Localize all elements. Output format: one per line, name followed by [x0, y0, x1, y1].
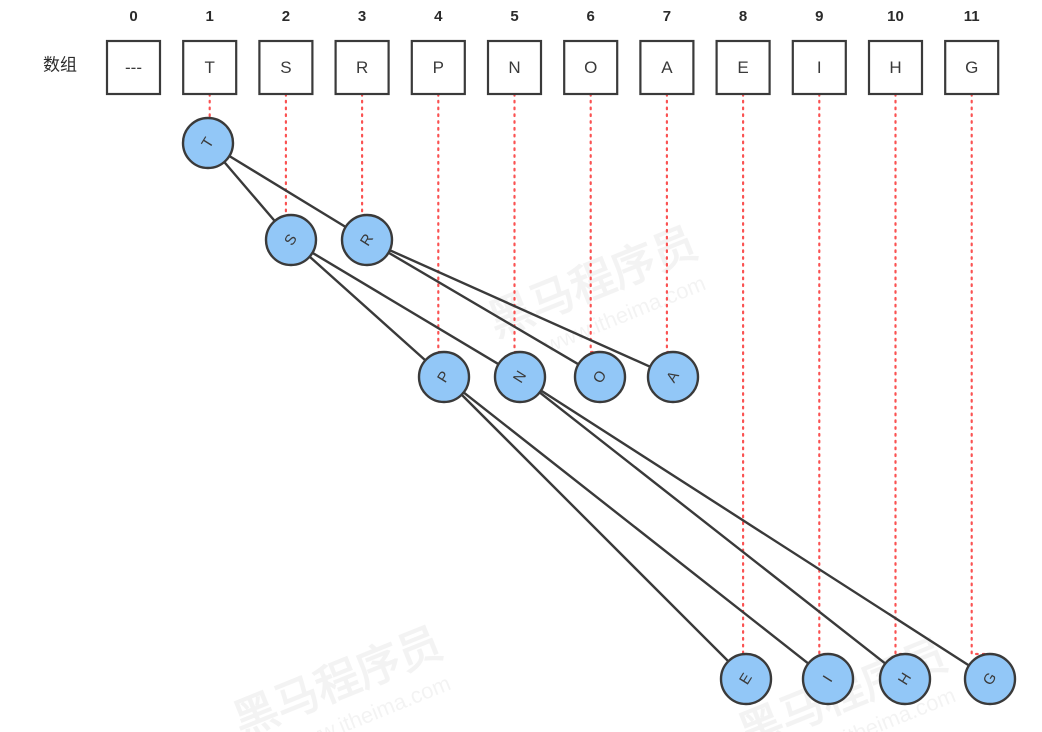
array-row-label: 数组 — [43, 55, 77, 74]
tree-node-circle — [181, 116, 235, 170]
array-cell-box — [182, 39, 238, 96]
array-cell-10[interactable]: H — [867, 39, 924, 96]
tree-edge-T-S — [222, 160, 277, 223]
array-index-label-0: 0 — [129, 8, 137, 25]
tree-edge-P-E — [459, 392, 731, 664]
array-index-label-9: 9 — [815, 8, 823, 25]
tree-edge-N-H — [537, 390, 888, 666]
array-cell-value: --- — [125, 58, 142, 77]
array-index-label-7: 7 — [663, 8, 671, 25]
array-cell-value: G — [965, 58, 978, 77]
array-index-label-5: 5 — [510, 8, 518, 25]
tree-node-N[interactable]: N — [493, 350, 547, 404]
tree-node-I[interactable]: I — [801, 652, 855, 706]
tree-node-O[interactable]: O — [573, 350, 627, 404]
array-cell-box — [334, 39, 390, 96]
dotted-link-index-10 — [894, 92, 907, 656]
array-cell-9[interactable]: I — [791, 39, 847, 96]
dotted-link-index-1 — [206, 92, 211, 120]
array-cell-3[interactable]: R — [334, 39, 390, 96]
array-cell-value: O — [584, 58, 597, 77]
tree-node-S[interactable]: S — [264, 213, 318, 267]
array-cell-value: E — [737, 58, 748, 77]
array-cell-value: N — [508, 58, 520, 77]
dotted-link-index-8 — [742, 92, 748, 656]
array-cell-value: P — [433, 58, 444, 77]
tree-node-circle — [573, 350, 627, 404]
tree-edge-R-A — [387, 248, 653, 369]
watermark: 黑马程序员www.itheima.com — [482, 219, 709, 358]
array-cell-2[interactable]: S — [258, 39, 314, 96]
tree-node-circle — [719, 652, 773, 706]
tree-node-circle — [963, 652, 1017, 706]
array-index-label-6: 6 — [587, 8, 595, 25]
tree-edge-P-I — [461, 390, 811, 666]
array-cell-8[interactable]: E — [715, 39, 771, 96]
array-cell-1[interactable]: T — [182, 39, 238, 96]
tree-node-circle — [646, 350, 700, 404]
dotted-link-index-11 — [970, 92, 992, 656]
tree-edge-N-G — [538, 388, 972, 668]
tree-edge-S-P — [307, 254, 428, 363]
array-cell-value: T — [205, 58, 215, 77]
array-cell-7[interactable]: A — [639, 39, 695, 96]
array-index-label-1: 1 — [206, 8, 214, 25]
array-index-label-11: 11 — [964, 8, 980, 25]
watermark: 黑马程序员www.itheima.com — [227, 619, 454, 732]
array-cell-4[interactable]: P — [410, 39, 466, 96]
tree-node-circle — [417, 350, 471, 404]
tree-edges — [222, 154, 972, 668]
tree-node-circle — [878, 652, 932, 706]
tree-node-circle — [264, 213, 318, 267]
array-cell-box — [944, 39, 1000, 96]
tree-edge-S-N — [310, 251, 501, 366]
array-index-label-3: 3 — [358, 8, 366, 25]
array-cell-6[interactable]: O — [563, 39, 619, 96]
array-cell-box — [486, 39, 543, 96]
tree-node-circle — [493, 350, 547, 404]
tree-node-P[interactable]: P — [417, 350, 471, 404]
array-cell-value: R — [356, 58, 368, 77]
tree-node-G[interactable]: G — [963, 652, 1017, 706]
dotted-link-index-7 — [665, 92, 675, 354]
tree-node-R[interactable]: R — [340, 213, 394, 267]
array-cell-11[interactable]: G — [944, 39, 1000, 96]
array-cell-box — [639, 39, 695, 96]
array-row: 数组 0 1 2 3 4 5 6 7 8 9 10 11 --- T S R P N O A E I H G — [43, 8, 1000, 96]
array-cell-value: I — [817, 58, 822, 77]
array-cell-0[interactable]: --- — [105, 39, 162, 96]
array-index-label-4: 4 — [434, 8, 443, 25]
dotted-link-index-4 — [437, 92, 446, 354]
array-index-label-8: 8 — [739, 8, 747, 25]
dotted-link-index-3 — [361, 92, 369, 217]
tree-node-H[interactable]: H — [878, 652, 932, 706]
array-cell-box — [258, 39, 314, 96]
tree-node-T[interactable]: T — [181, 116, 235, 170]
array-cell-box — [105, 39, 162, 96]
array-cell-value: A — [661, 58, 673, 77]
array-cell-box — [867, 39, 924, 96]
array-cell-box — [410, 39, 466, 96]
array-cell-value: H — [889, 58, 901, 77]
array-index-label-2: 2 — [282, 8, 290, 25]
array-index-label-10: 10 — [887, 8, 904, 25]
tree-node-circle — [340, 213, 394, 267]
array-cell-box — [563, 39, 619, 96]
array-cell-box — [791, 39, 847, 96]
tree-node-E[interactable]: E — [719, 652, 773, 706]
tree-edge-T-R — [227, 154, 348, 229]
dotted-link-index-2 — [284, 92, 293, 217]
array-cell-value: S — [280, 58, 291, 77]
tree-node-A[interactable]: A — [646, 350, 700, 404]
tree-node-circle — [801, 652, 855, 706]
tree-edge-R-O — [386, 250, 581, 367]
array-cell-box — [715, 39, 771, 96]
watermark-layer: 黑马程序员www.itheima.com 黑马程序员www.itheima.com… — [227, 219, 959, 732]
array-cell-5[interactable]: N — [486, 39, 543, 96]
